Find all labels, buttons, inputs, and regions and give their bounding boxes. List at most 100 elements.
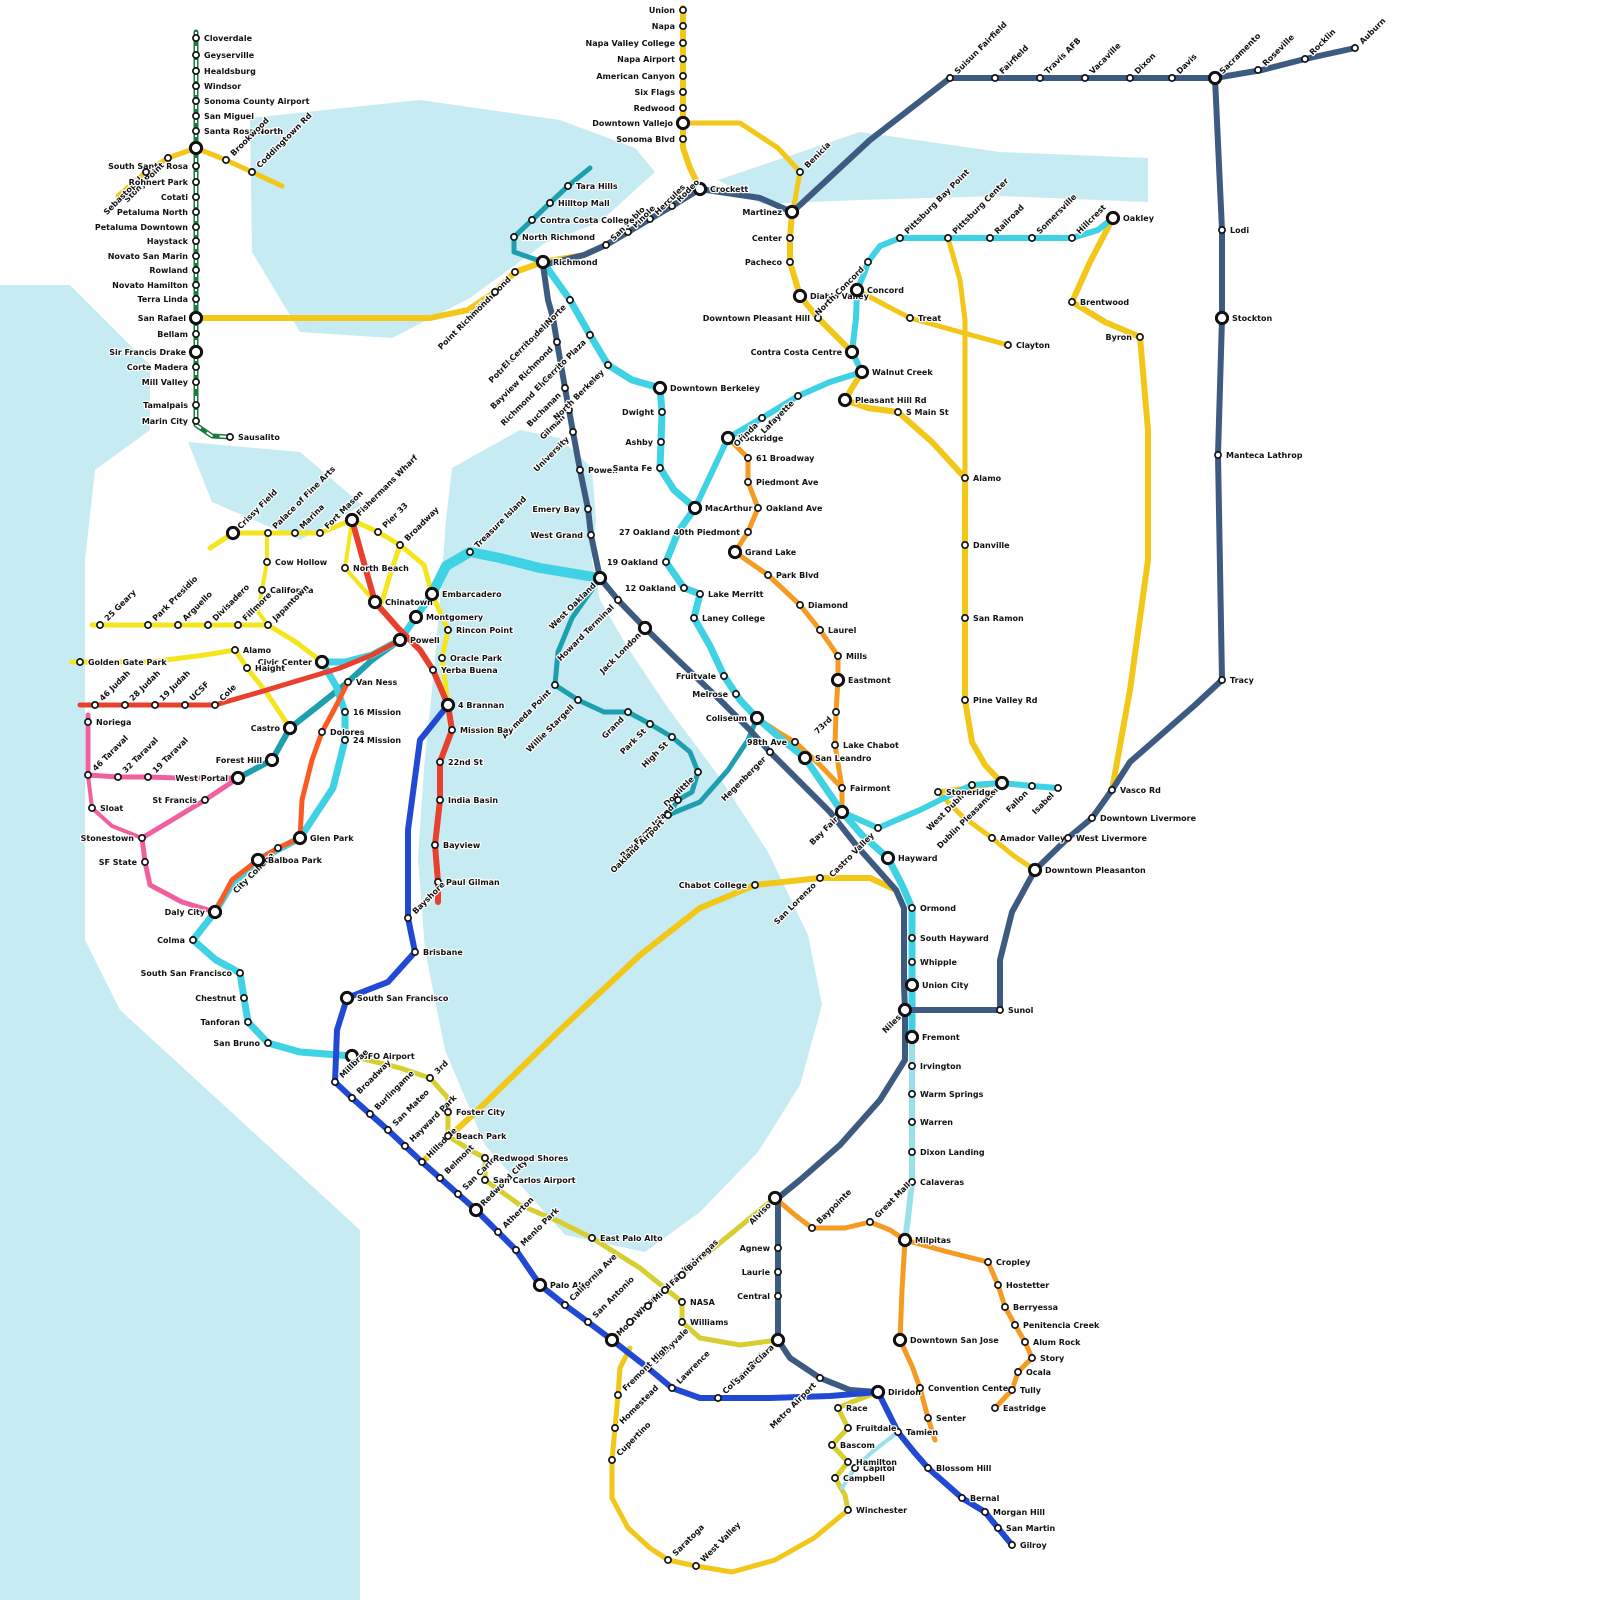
station-cloverdale[interactable]: Cloverdale (192, 33, 254, 44)
station-vasco-rd[interactable]: Vasco Rd (1108, 785, 1162, 796)
station-berryessa[interactable]: Berryessa (1001, 1302, 1059, 1313)
station-yerba-buena[interactable]: Yerba Buena (429, 665, 499, 676)
station-san-carlos-airport[interactable]: San Carlos Airport (481, 1175, 577, 1186)
station-corte-madera[interactable]: Corte Madera (126, 362, 200, 373)
station-metro-airport[interactable]: Metro Airport (767, 1374, 824, 1432)
station-india-basin[interactable]: India Basin (436, 795, 500, 806)
station-stonestown[interactable]: Stonestown (79, 833, 146, 844)
station-bellam[interactable]: Bellam (156, 329, 200, 340)
station-alamo[interactable]: Alamo (961, 473, 1003, 484)
station-windsor[interactable]: Windsor (192, 81, 242, 92)
station-stoneridge[interactable]: Stoneridge (934, 787, 998, 798)
station-emery-bay[interactable]: Emery Bay (531, 504, 592, 515)
station-san-miguel[interactable]: San Miguel (192, 111, 255, 122)
station-west-livermore[interactable]: West Livermore (1064, 833, 1149, 844)
station-east-palo-alto[interactable]: East Palo Alto (588, 1233, 664, 1244)
station-lake-chabot[interactable]: Lake Chabot (831, 740, 900, 751)
station-brisbane[interactable]: Brisbane (411, 947, 465, 958)
station-tracy[interactable]: Tracy (1218, 675, 1256, 686)
station-macarthur[interactable]: MacArthur (687, 500, 754, 516)
station-bayview[interactable]: Bayview (431, 840, 482, 851)
station-baypointe[interactable]: Baypointe (808, 1186, 855, 1232)
station-redwood-shores[interactable]: Redwood Shores (481, 1153, 570, 1164)
station-south-san-francisco[interactable]: South San Francisco (339, 990, 450, 1006)
station-oakley[interactable]: Oakley (1105, 210, 1156, 226)
station-ormond[interactable]: Ormond (908, 903, 957, 914)
station-fremont[interactable]: Fremont (904, 1029, 961, 1045)
station-walnut-creek[interactable]: Walnut Creek (854, 364, 935, 380)
station-six-flags[interactable]: Six Flags (633, 87, 687, 98)
station-irvington[interactable]: Irvington (908, 1061, 963, 1072)
station-chabot-college[interactable]: Chabot College (678, 880, 759, 891)
station-coliseum[interactable]: Coliseum (705, 710, 765, 726)
station-daly-city[interactable]: Daly City (163, 904, 223, 920)
station-agnew[interactable]: Agnew (738, 1243, 782, 1254)
station-campbell[interactable]: Campbell (831, 1473, 886, 1484)
station-american-canyon[interactable]: American Canyon (595, 71, 687, 82)
station-convention-center[interactable]: Convention Center (916, 1383, 1013, 1394)
station-blossom-hill[interactable]: Blossom Hill (924, 1463, 993, 1474)
station-powell[interactable]: Powell (392, 632, 441, 648)
station-terra-linda[interactable]: Terra Linda (136, 294, 200, 305)
station-laurie[interactable]: Laurie (740, 1267, 782, 1278)
station-capitol[interactable]: Capitol (851, 1463, 896, 1474)
station-hamilton[interactable]: Hamilton (844, 1457, 898, 1468)
station-61-broadway[interactable]: 61 Broadway (744, 453, 816, 464)
station-hostetter[interactable]: Hostetter (994, 1280, 1050, 1291)
station-embarcadero[interactable]: Embarcadero (424, 586, 503, 602)
station-lodi[interactable]: Lodi (1218, 225, 1251, 236)
station-warren[interactable]: Warren (908, 1117, 954, 1128)
station-redwood[interactable]: Redwood (632, 103, 687, 114)
station-downtown-pleasanton[interactable]: Downtown Pleasanton (1027, 862, 1147, 878)
station-geyserville[interactable]: Geyserville (192, 50, 256, 61)
station-foster-city[interactable]: Foster City (444, 1107, 507, 1118)
station-hayward[interactable]: Hayward (880, 850, 939, 866)
station-sf-state[interactable]: SF State (98, 857, 149, 868)
station-downtown-san-jose[interactable]: Downtown San Jose (892, 1332, 1000, 1348)
station-south-santa-rosa[interactable]: South Santa Rosa (107, 161, 200, 172)
station-williams[interactable]: Williams (678, 1317, 730, 1328)
station-castro-valley[interactable]: Castro Valley (826, 824, 882, 880)
station-melrose[interactable]: Melrose (691, 689, 740, 700)
station-union-city[interactable]: Union City (904, 977, 971, 993)
station-north-beach[interactable]: North Beach (341, 563, 410, 574)
station-south-hayward[interactable]: South Hayward (908, 933, 990, 944)
station-27-oakland[interactable]: 27 Oakland (618, 527, 682, 538)
station-park-presidio[interactable]: Park Presidio (144, 573, 201, 629)
station-4-brannan[interactable]: 4 Brannan (440, 697, 506, 713)
station-pacheco[interactable]: Pacheco (744, 257, 794, 268)
station-cotati[interactable]: Cotati (160, 192, 200, 203)
station-rockridge[interactable]: Rockridge (720, 430, 785, 446)
station-fairmont[interactable]: Fairmont (838, 783, 892, 794)
station-manteca-lathrop[interactable]: Manteca Lathrop (1214, 450, 1304, 461)
station-tully[interactable]: Tully (1008, 1385, 1043, 1396)
station-mission-bay[interactable]: Mission Bay (448, 725, 515, 736)
station-central[interactable]: Central (736, 1291, 782, 1302)
station-penitencia-creek[interactable]: Penitencia Creek (1011, 1320, 1101, 1331)
station-park-blvd[interactable]: Park Blvd (764, 570, 820, 581)
station-noriega[interactable]: Noriega (84, 717, 133, 728)
station-santa-fe[interactable]: Santa Fe (611, 463, 664, 474)
station-somersville[interactable]: Somersville (1028, 191, 1080, 242)
station-dixon-landing[interactable]: Dixon Landing (908, 1147, 986, 1158)
station-sunol[interactable]: Sunol (996, 1005, 1035, 1016)
station-senter[interactable]: Senter (924, 1413, 967, 1424)
station-napa[interactable]: Napa (651, 21, 687, 32)
station-contra-costa-college[interactable]: Contra Costa College (528, 215, 636, 226)
station-sir-francis-drake[interactable]: Sir Francis Drake (108, 344, 204, 360)
station-tamalpais[interactable]: Tamalpais (142, 400, 200, 411)
station-19-oakland[interactable]: 19 Oakland (606, 557, 670, 568)
station-calaveras[interactable]: Calaveras (908, 1177, 966, 1188)
station-san-ramon[interactable]: San Ramon (961, 613, 1025, 624)
station-stockton[interactable]: Stockton (1214, 310, 1274, 326)
station-alum-rock[interactable]: Alum Rock (1021, 1337, 1082, 1348)
station-union[interactable]: Union (648, 5, 687, 16)
station-whipple[interactable]: Whipple (908, 957, 959, 968)
station-marin-city[interactable]: Marin City (141, 416, 200, 427)
station-diablo-valley[interactable]: Diablo Valley (792, 288, 871, 304)
station-novato-san-marin[interactable]: Novato San Marin (107, 251, 200, 262)
station-novato-hamilton[interactable]: Novato Hamilton (111, 280, 200, 291)
station-powell[interactable]: Powell (576, 465, 619, 476)
station-napa-airport[interactable]: Napa Airport (616, 54, 687, 65)
station-castro[interactable]: Castro (250, 720, 298, 736)
